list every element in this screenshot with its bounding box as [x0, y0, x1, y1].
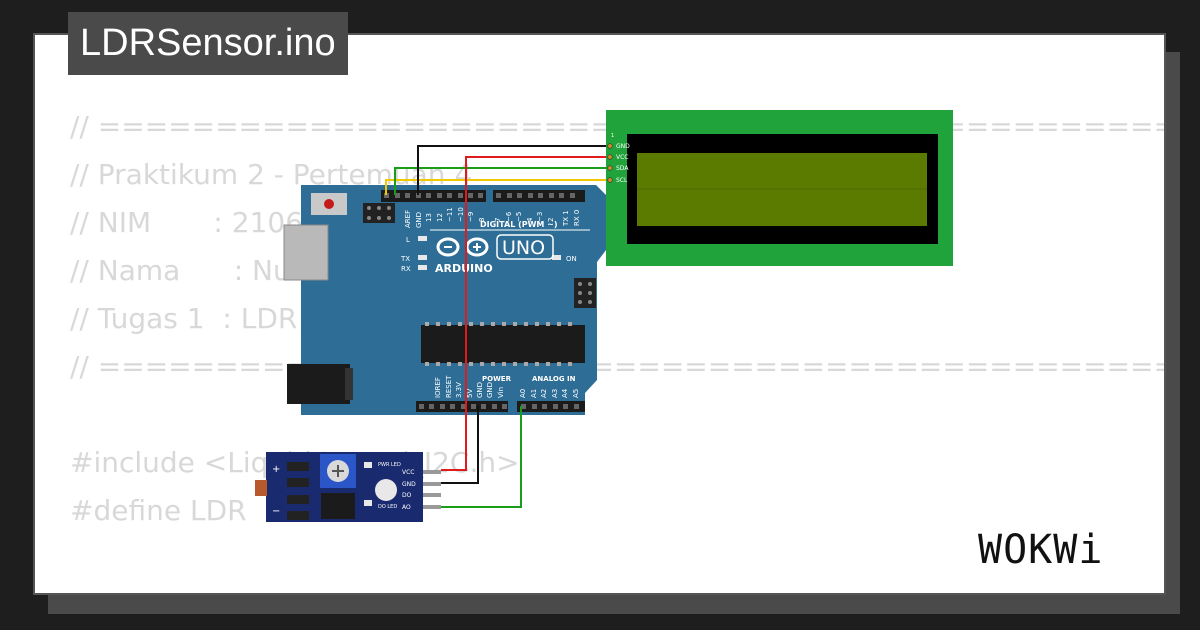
- pin-11-label: ~11: [446, 207, 454, 222]
- pin-ioref-label: IOREF: [434, 377, 442, 398]
- code-line: fi OUNI OT: [70, 583, 1164, 593]
- lcd-pin1-label: 1: [611, 133, 614, 139]
- pin-gnd1-label: GND: [476, 382, 484, 398]
- pin-a4-label: A4: [561, 388, 569, 398]
- pin-8-label: 8: [478, 218, 486, 222]
- pin-10-label: ~10: [457, 207, 465, 222]
- power-header-label: POWER: [482, 375, 512, 383]
- digital-header-label: DIGITAL (PWM ~): [480, 220, 558, 229]
- pin-aref-label: AREF: [404, 210, 412, 228]
- plus-label: +: [272, 464, 280, 475]
- status-led: [375, 479, 397, 501]
- ldr-pin-ao-label: AO: [402, 504, 411, 511]
- wire-analog: [441, 406, 522, 508]
- led-rx-label: RX: [401, 265, 411, 273]
- power-jack: [287, 364, 350, 404]
- lcd-pin-scl-label: SCL: [616, 177, 628, 184]
- pin-6-label: ~6: [505, 211, 513, 222]
- pin-a5-label: A5: [572, 389, 580, 398]
- pin-7-label: 7: [494, 218, 502, 222]
- ldr-pin-vcc-label: VCC: [402, 469, 414, 476]
- pin-a2-label: A2: [540, 389, 548, 398]
- pin-9-label: ~9: [467, 212, 475, 222]
- ldr-sensor-module[interactable]: + − PWR LED DO LED VCC GND DO AO: [255, 452, 441, 522]
- file-title: LDRSensor.ino: [68, 12, 348, 75]
- lcd-display[interactable]: 1 GND VCC SDA SCL: [606, 110, 953, 266]
- code-line: // =====================================…: [70, 350, 1164, 383]
- led-tx-label: TX: [400, 255, 410, 263]
- code-line: #define LDR: [70, 494, 247, 527]
- arduino-brand: ARDUINO: [435, 262, 493, 275]
- arduino-uno-board[interactable]: AREF GND 13 12 ~11 ~10 ~9 8 7 ~6 ~5 4 ~3…: [283, 185, 606, 415]
- pwr-led-label: PWR LED: [378, 462, 401, 468]
- pin-reset-label: RESET: [445, 375, 453, 398]
- pin-2-label: 2: [547, 218, 555, 222]
- do-led-label: DO LED: [378, 504, 397, 510]
- analog-header-label: ANALOG IN: [532, 375, 576, 383]
- pin-gnd-label: GND: [415, 212, 423, 228]
- pin-5-label: ~5: [515, 212, 523, 222]
- pin-a3-label: A3: [551, 389, 559, 398]
- minus-label: −: [272, 506, 280, 517]
- led-l-label: L: [406, 236, 410, 244]
- pin-vin-label: Vin: [497, 387, 505, 398]
- pin-13-label: 13: [425, 213, 433, 222]
- wire-ldr-gnd: [441, 406, 479, 484]
- ldr-pin-gnd-label: GND: [402, 481, 416, 488]
- led-on-label: ON: [566, 255, 577, 263]
- wires: [385, 145, 606, 508]
- pin-tx-label: TX 1: [562, 210, 570, 227]
- atmega-chip: [421, 325, 585, 363]
- pin-3v3-label: 3.3V: [455, 382, 463, 398]
- lcd-pin-vcc-label: VCC: [616, 154, 628, 161]
- arduino-model: UNO: [502, 237, 545, 259]
- pin-a0-label: A0: [519, 389, 527, 398]
- pin-4-label: 4: [526, 217, 534, 222]
- pin-a1-label: A1: [530, 389, 538, 398]
- comparator-chip: [321, 493, 355, 519]
- photoresistor: [255, 480, 267, 496]
- wire-lcd-gnd: [417, 145, 606, 195]
- pin-5v-label: 5V: [466, 389, 474, 398]
- wire-scl: [385, 179, 606, 195]
- lcd-pin-sda-label: SDA: [616, 165, 629, 172]
- wire-sda: [394, 167, 606, 195]
- code-line: // NIM : 2106: [70, 206, 304, 239]
- ldr-pin-do-label: DO: [402, 492, 412, 499]
- pin-12-label: 12: [436, 213, 444, 222]
- code-line: // Tugas 1 : LDR: [70, 302, 298, 335]
- wokwi-logo: WOKWi: [978, 527, 1104, 573]
- wire-vcc: [441, 156, 606, 471]
- pin-rx-label: RX 0: [573, 210, 581, 226]
- pin-gnd2-label: GND: [486, 382, 494, 398]
- pin-3-label: ~3: [536, 212, 544, 222]
- lcd-pin-gnd-label: GND: [616, 143, 630, 150]
- usb-port: [283, 224, 329, 281]
